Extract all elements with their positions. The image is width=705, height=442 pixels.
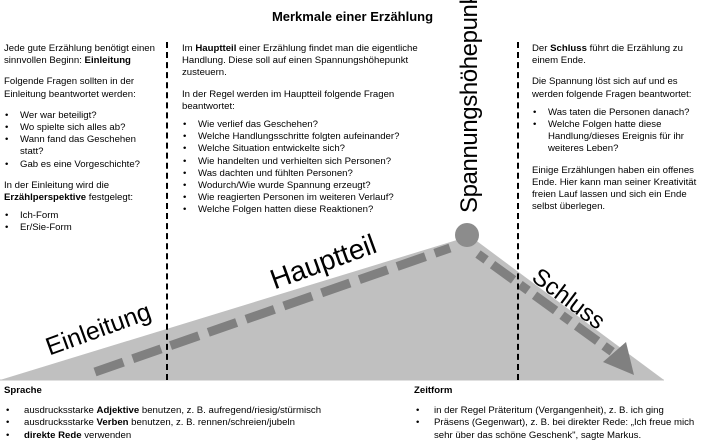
einleitung-perspectives: Ich-Form Er/Sie-Form <box>4 210 162 235</box>
list-item: Wie handelten und verhielten sich Person… <box>182 156 444 168</box>
einleitung-perspective-intro: In der Einleitung wird die Erzählperspek… <box>4 179 134 204</box>
schluss-column: Der Schluss führt die Erzählung zu einem… <box>532 43 704 222</box>
hauptteil-column: Im Hauptteil einer Erzählung findet man … <box>182 43 444 226</box>
list-item: Wie verlief das Geschehen? <box>182 119 444 131</box>
hauptteil-questions: Wie verlief das Geschehen? Welche Handlu… <box>182 119 444 217</box>
list-item: Wann fand das Geschehen statt? <box>4 134 162 158</box>
climax-label: Spannungshöhepunkt <box>456 0 483 213</box>
climax-dot <box>455 223 479 247</box>
sprache-heading: Sprache <box>4 385 42 396</box>
zeitform-list: in der Regel Präteritum (Vergangenheit),… <box>414 405 704 442</box>
divider-right <box>517 42 519 380</box>
einleitung-column: Jede gute Erzählung benötigt einen sinnv… <box>4 43 162 244</box>
list-item: Was taten die Personen danach? <box>532 107 704 119</box>
hauptteil-arrow-shaft <box>93 243 452 377</box>
einleitung-intro: Jede gute Erzählung benötigt einen sinnv… <box>4 43 155 67</box>
sprache-list: ausdrucksstarke Adjektive benutzen, z. B… <box>4 405 404 442</box>
page-title: Merkmale einer Erzählung <box>271 9 434 24</box>
divider-left <box>166 42 168 380</box>
list-item: Welche Folgen hatte diese Handlung/diese… <box>532 119 704 156</box>
list-item: Wer war beteiligt? <box>4 110 162 122</box>
list-item: Ich-Form <box>4 210 162 222</box>
schluss-arrow-head <box>603 342 634 375</box>
einleitung-questions: Wer war beteiligt? Wo spielte sich alles… <box>4 110 162 171</box>
list-item: Welche Situation entwickelte sich? <box>182 143 444 155</box>
einleitung-question-intro: Folgende Fragen sollten in der Einleitun… <box>4 76 136 100</box>
list-item: Präsens (Gegenwart), z. B. bei direkter … <box>414 417 704 441</box>
list-item: Was dachten und fühlten Personen? <box>182 168 444 180</box>
list-item: in der Regel Präteritum (Vergangenheit),… <box>414 405 704 417</box>
list-item: Wie reagierten Personen im weiteren Verl… <box>182 192 444 204</box>
schluss-questions: Was taten die Personen danach? Welche Fo… <box>532 107 704 156</box>
list-item: ausdrucksstarke Verben benutzen, z. B. r… <box>4 417 404 429</box>
list-item: Wodurch/Wie wurde Spannung erzeugt? <box>182 180 444 192</box>
list-item: Welche Folgen hatten diese Reaktionen? <box>182 204 444 216</box>
schluss-open-ending: Einige Erzählungen haben ein offenes End… <box>532 164 697 213</box>
list-item: ausdrucksstarke Adjektive benutzen, z. B… <box>4 405 404 417</box>
list-item: Gab es eine Vorgeschichte? <box>4 159 162 171</box>
list-item: direkte Rede verwenden <box>4 430 404 442</box>
schluss-arrow-shaft <box>475 250 621 360</box>
hauptteil-intro: Im Hauptteil einer Erzählung findet man … <box>182 43 418 79</box>
schluss-intro: Der Schluss führt die Erzählung zu einem… <box>532 43 683 67</box>
list-item: Welche Handlungsschritte folgten aufeina… <box>182 131 444 143</box>
hauptteil-question-intro: In der Regel werden im Hauptteil folgend… <box>182 88 395 112</box>
zeitform-heading: Zeitform <box>414 385 453 396</box>
list-item: Wo spielte sich alles ab? <box>4 122 162 134</box>
zeitform-section: Zeitform in der Regel Präteritum (Vergan… <box>414 385 704 442</box>
sprache-section: Sprache ausdrucksstarke Adjektive benutz… <box>4 385 404 442</box>
list-item: Er/Sie-Form <box>4 222 162 234</box>
schluss-question-intro: Die Spannung löst sich auf und es werden… <box>532 76 692 100</box>
